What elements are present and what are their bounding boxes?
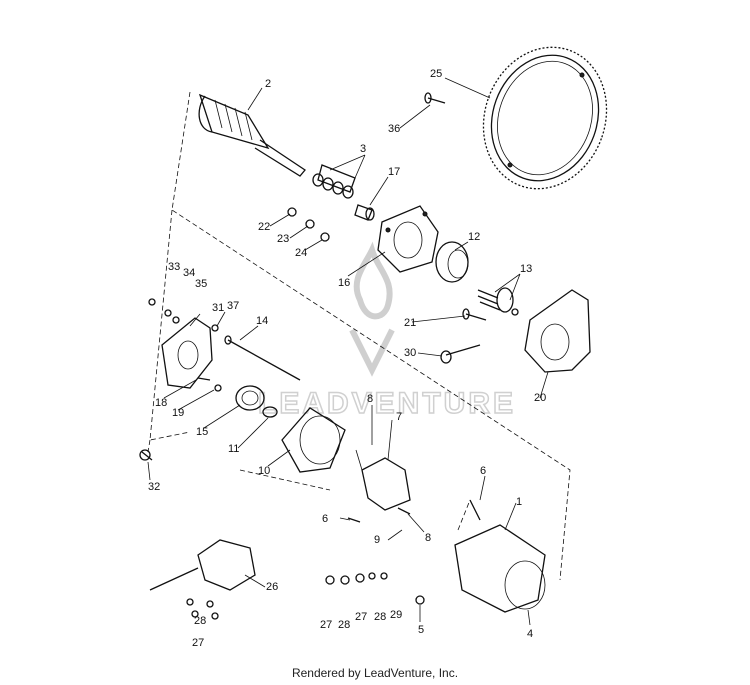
callout-12: 12 [468, 231, 480, 243]
washers-22-24 [287, 207, 330, 242]
callout-27-mid: 27 [355, 611, 367, 623]
callout-16: 16 [338, 277, 350, 289]
callout-17: 17 [388, 166, 400, 178]
brush-plate [355, 449, 411, 511]
callout-30: 30 [404, 347, 416, 359]
pinion-gear [435, 241, 469, 283]
callout-9: 9 [374, 534, 380, 546]
watermark-text: LEADVENTURE [258, 387, 516, 420]
callout-32: 32 [148, 481, 160, 493]
callout-7: 7 [396, 411, 402, 423]
assembly-lines [147, 91, 571, 581]
callout-36: 36 [388, 123, 400, 135]
callout-13: 13 [520, 263, 532, 275]
long-bolt [224, 335, 301, 381]
callout-29: 29 [390, 609, 402, 621]
callout-27-left: 27 [320, 619, 332, 631]
bushing [354, 204, 375, 221]
leadventure-watermark: LEADVENTURE [257, 241, 516, 421]
callout-34: 34 [183, 267, 195, 279]
callout-6-right: 6 [480, 465, 486, 477]
callout-35: 35 [195, 278, 207, 290]
solenoid [149, 539, 256, 620]
bolt-5 [415, 595, 425, 605]
bushing-11 [262, 406, 278, 418]
callout-5: 5 [418, 624, 424, 636]
terminals-6-8 [347, 499, 481, 523]
field-housing [454, 524, 546, 613]
callout-1: 1 [516, 496, 522, 508]
callout-19: 19 [172, 407, 184, 419]
callout-8-bottom: 8 [425, 532, 431, 544]
bolt-36 [424, 92, 446, 104]
callout-8-top: 8 [367, 393, 373, 405]
callout-3: 3 [360, 143, 366, 155]
callout-20: 20 [534, 392, 546, 404]
callout-21: 21 [404, 317, 416, 329]
ring-gear [482, 46, 608, 190]
callout-28-left: 28 [338, 619, 350, 631]
callout-22: 22 [258, 221, 270, 233]
callout-24: 24 [295, 247, 307, 259]
brush-springs [312, 164, 356, 199]
callout-10: 10 [258, 465, 270, 477]
callout-37: 37 [227, 300, 239, 312]
callout-33: 33 [168, 261, 180, 273]
footer-credit: Rendered by LeadVenture, Inc. [291, 666, 459, 680]
callout-28-solenoid: 28 [194, 615, 206, 627]
callout-23: 23 [277, 233, 289, 245]
drive-housing [377, 205, 439, 273]
callout-26: 26 [266, 581, 278, 593]
callout-labels: 1 2 3 4 5 6 6 7 8 8 9 10 11 12 13 14 15 … [148, 68, 546, 649]
callout-31: 31 [212, 302, 224, 314]
callout-18: 18 [155, 397, 167, 409]
callout-11: 11 [228, 443, 239, 455]
callout-2: 2 [265, 78, 271, 90]
callout-14: 14 [256, 315, 268, 327]
hardware-33-37 [148, 298, 219, 332]
bracket-20 [524, 289, 591, 373]
brush-holder [235, 385, 265, 411]
bolt-30 [440, 344, 481, 364]
callout-27-solenoid: 27 [192, 637, 204, 649]
housing-10 [281, 407, 346, 473]
spring-set [477, 287, 519, 316]
bolt-21 [462, 308, 487, 321]
screws-18-19 [197, 377, 222, 392]
callout-6-left: 6 [322, 513, 328, 525]
end-plate [161, 317, 213, 389]
callout-4: 4 [527, 628, 533, 640]
bolt-32 [139, 449, 153, 461]
nuts-washers [325, 572, 388, 585]
leader-lines [147, 77, 549, 626]
armature [198, 93, 306, 177]
callout-15: 15 [196, 426, 208, 438]
callout-25: 25 [430, 68, 442, 80]
callout-28-right: 28 [374, 611, 386, 623]
